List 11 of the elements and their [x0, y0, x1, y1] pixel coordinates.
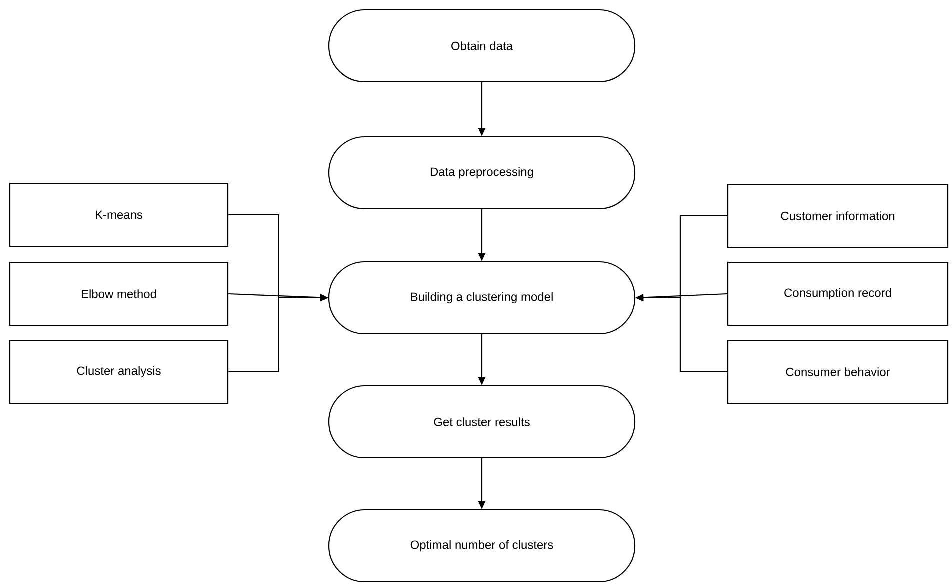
process-box: Customer information	[727, 184, 949, 248]
process-box: Consumption record	[727, 262, 949, 326]
process-box: Consumer behavior	[727, 340, 949, 404]
terminal-box: Data preprocessing	[328, 136, 636, 210]
terminal-box: Obtain data	[328, 9, 636, 83]
terminal-box: Optimal number of clusters	[328, 509, 636, 583]
terminal-box: Building a clustering model	[328, 261, 636, 335]
process-box: Elbow method	[9, 262, 229, 326]
terminal-box: Get cluster results	[328, 385, 636, 459]
process-box: K-means	[9, 182, 229, 248]
process-box: Cluster analysis	[9, 340, 229, 404]
